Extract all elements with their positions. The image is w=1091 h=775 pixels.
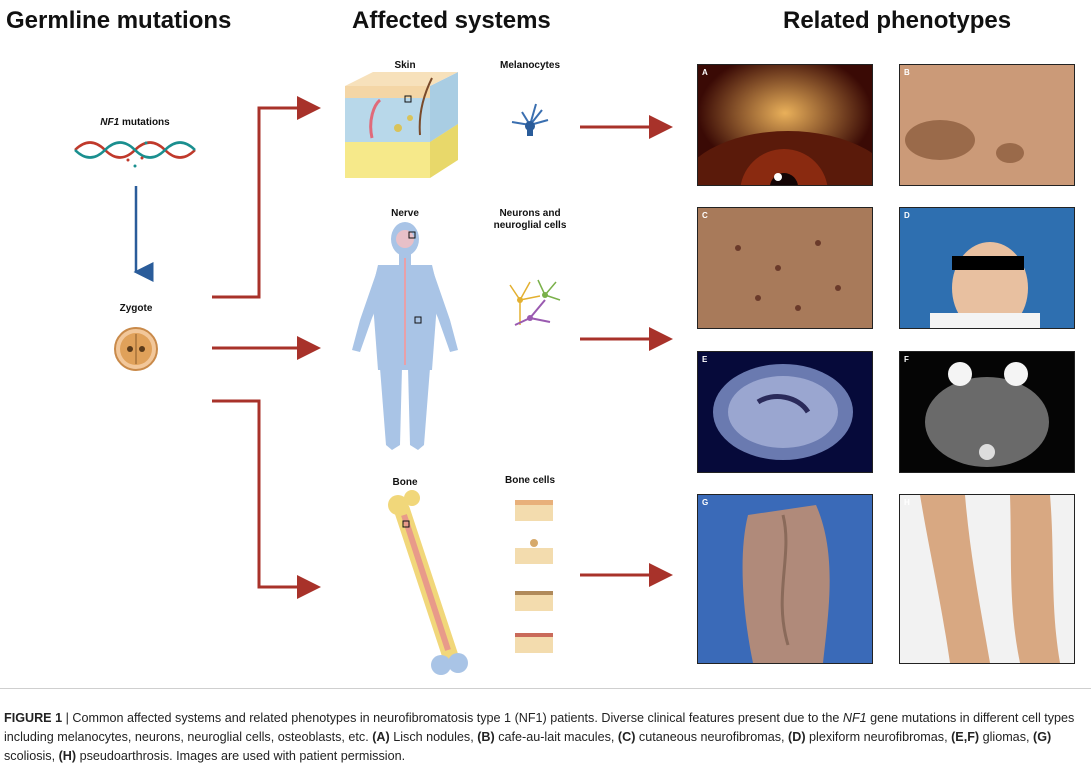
photo-panel-d-plexiform-neurofibromas: D: [899, 207, 1075, 329]
cell-label-neurons-line1: Neurons and: [499, 208, 561, 219]
zygote-to-skin-arrow: [212, 96, 321, 299]
melanocyte-icon: [511, 103, 549, 136]
photo-panel-e-glioma-mri-sagittal: E: [697, 351, 873, 473]
nerve-zoom-box: [408, 231, 416, 239]
photo-panel-g-scoliosis: G: [697, 494, 873, 664]
caption-ref-b: (B): [477, 730, 495, 744]
header-germline-mutations: Germline mutations: [6, 7, 232, 34]
panel-label-g: G: [702, 498, 709, 507]
photo-panel-b-cafe-au-lait: B: [899, 64, 1075, 186]
system-label-skin: Skin: [394, 60, 416, 71]
caption-desc-d: plexiform neurofibromas,: [805, 730, 952, 744]
system-label-bone: Bone: [392, 477, 418, 488]
nf1-gene-label: NF1: [100, 117, 120, 128]
nerve-zoom-box-lower: [414, 316, 422, 324]
zygote-icon: [114, 327, 158, 371]
skin-illustration: [345, 72, 458, 178]
caption-divider: [0, 688, 1091, 689]
caption-desc-a: Lisch nodules,: [389, 730, 478, 744]
caption-desc-g: scoliosis,: [4, 749, 59, 763]
caption-ref-h: (H): [58, 749, 77, 763]
caption-ref-ef: (E,F): [951, 730, 980, 744]
diagram-graphics: [74, 72, 673, 675]
caption-text-1: Common affected systems and related phen…: [72, 711, 843, 725]
dna-helix-icon: [74, 141, 196, 168]
neurons-icon: [509, 279, 561, 326]
caption-gene: NF1: [842, 711, 867, 725]
photo-panel-c-cutaneous-neurofibromas: C: [697, 207, 873, 329]
caption-ref-d: (D): [788, 730, 806, 744]
panel-label-b: B: [904, 68, 910, 77]
photo-panel-a-lisch-nodules: A: [697, 64, 873, 186]
nf1-mutations-label: NF1 mutations: [80, 117, 190, 129]
caption-desc-ef: gliomas,: [979, 730, 1033, 744]
bone-cells-icons: [515, 500, 553, 653]
mutations-suffix: mutations: [119, 117, 170, 128]
caption-desc-c: cutaneous neurofibromas,: [635, 730, 789, 744]
caption-separator: |: [62, 711, 73, 725]
header-related-phenotypes: Related phenotypes: [783, 7, 1012, 34]
caption-ref-c: (C): [617, 730, 636, 744]
cell-label-bone-cells: Bone cells: [504, 475, 556, 486]
header-affected-systems: Affected systems: [352, 7, 551, 34]
panel-label-a: A: [702, 68, 708, 77]
caption-desc-b: cafe-au-lait macules,: [494, 730, 618, 744]
panel-label-d: D: [904, 211, 910, 220]
human-body-illustration: [352, 222, 458, 450]
photo-panel-h-pseudoarthrosis: H: [899, 494, 1075, 664]
panel-label-h: H: [904, 498, 910, 507]
figure-caption: FIGURE 1 | Common affected systems and r…: [4, 709, 1084, 766]
cell-label-neurons-line2: neuroglial cells: [493, 220, 567, 231]
zygote-to-bone-arrow: [212, 399, 321, 599]
caption-figure-number: FIGURE 1: [4, 711, 63, 725]
brain-icon: [396, 230, 414, 248]
zygote-label: Zygote: [119, 303, 153, 314]
caption-ref-a: (A): [372, 730, 390, 744]
caption-text-2: gene mutations in different cell types i…: [4, 711, 1075, 744]
caption-ref-g: (G): [1033, 730, 1052, 744]
panel-label-c: C: [702, 211, 708, 220]
cell-label-melanocytes: Melanocytes: [499, 60, 561, 71]
panel-label-f: F: [904, 355, 909, 364]
system-label-nerve: Nerve: [391, 208, 419, 219]
panel-label-e: E: [702, 355, 708, 364]
cell-label-neurons: Neurons and neuroglial cells: [478, 208, 582, 232]
caption-desc-h: pseudoarthrosis. Images are used with pa…: [76, 749, 406, 763]
photo-panel-f-glioma-mri-axial: F: [899, 351, 1075, 473]
bone-illustration: [388, 490, 468, 675]
